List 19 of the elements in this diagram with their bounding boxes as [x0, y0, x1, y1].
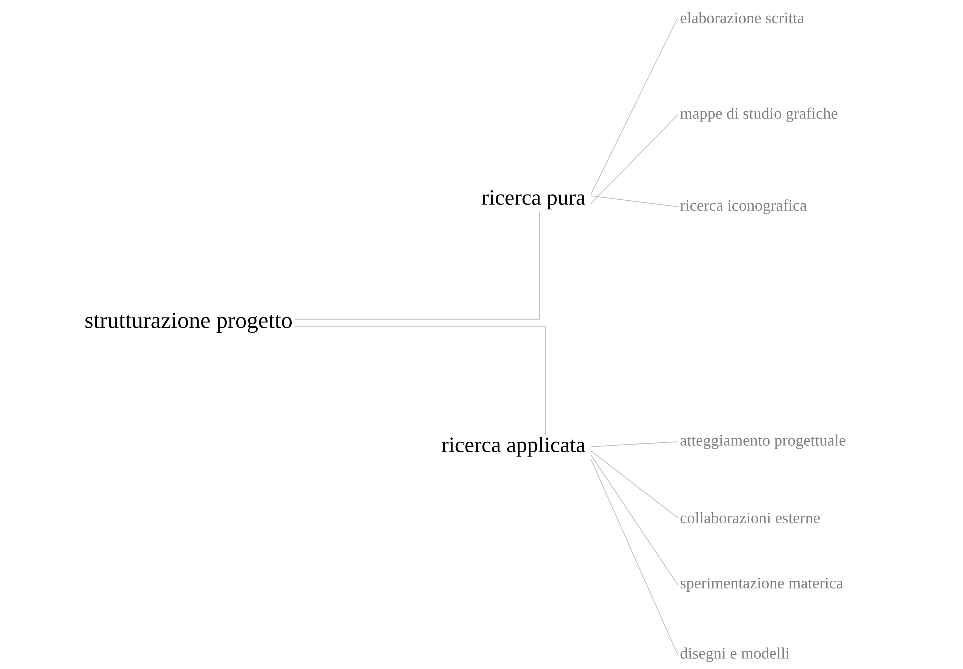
branch-label: mappe di studio grafiche [680, 108, 838, 122]
branch-label: atteggiamento progettuale [680, 434, 846, 450]
connector-line [590, 196, 678, 208]
category-label: ricerca applicata [442, 437, 586, 457]
connector-line [294, 326, 546, 436]
category-label: ricerca pura [482, 190, 586, 210]
connector-line [590, 442, 678, 448]
branch-label: elaborazione scritta [680, 12, 804, 24]
connector-line [590, 458, 678, 656]
branch-label: ricerca iconografica [680, 200, 807, 214]
branch-label: collaborazioni esterne [680, 512, 820, 524]
branch-label: disegni e modelli [680, 648, 790, 662]
connector-line [590, 18, 678, 196]
connector-line [590, 454, 678, 586]
branch-label: sperimentazione materica [680, 578, 844, 592]
connector-line [294, 211, 540, 320]
root-label: strutturazione progetto [86, 312, 292, 334]
connector-line [590, 450, 678, 518]
connector-line [590, 114, 678, 204]
